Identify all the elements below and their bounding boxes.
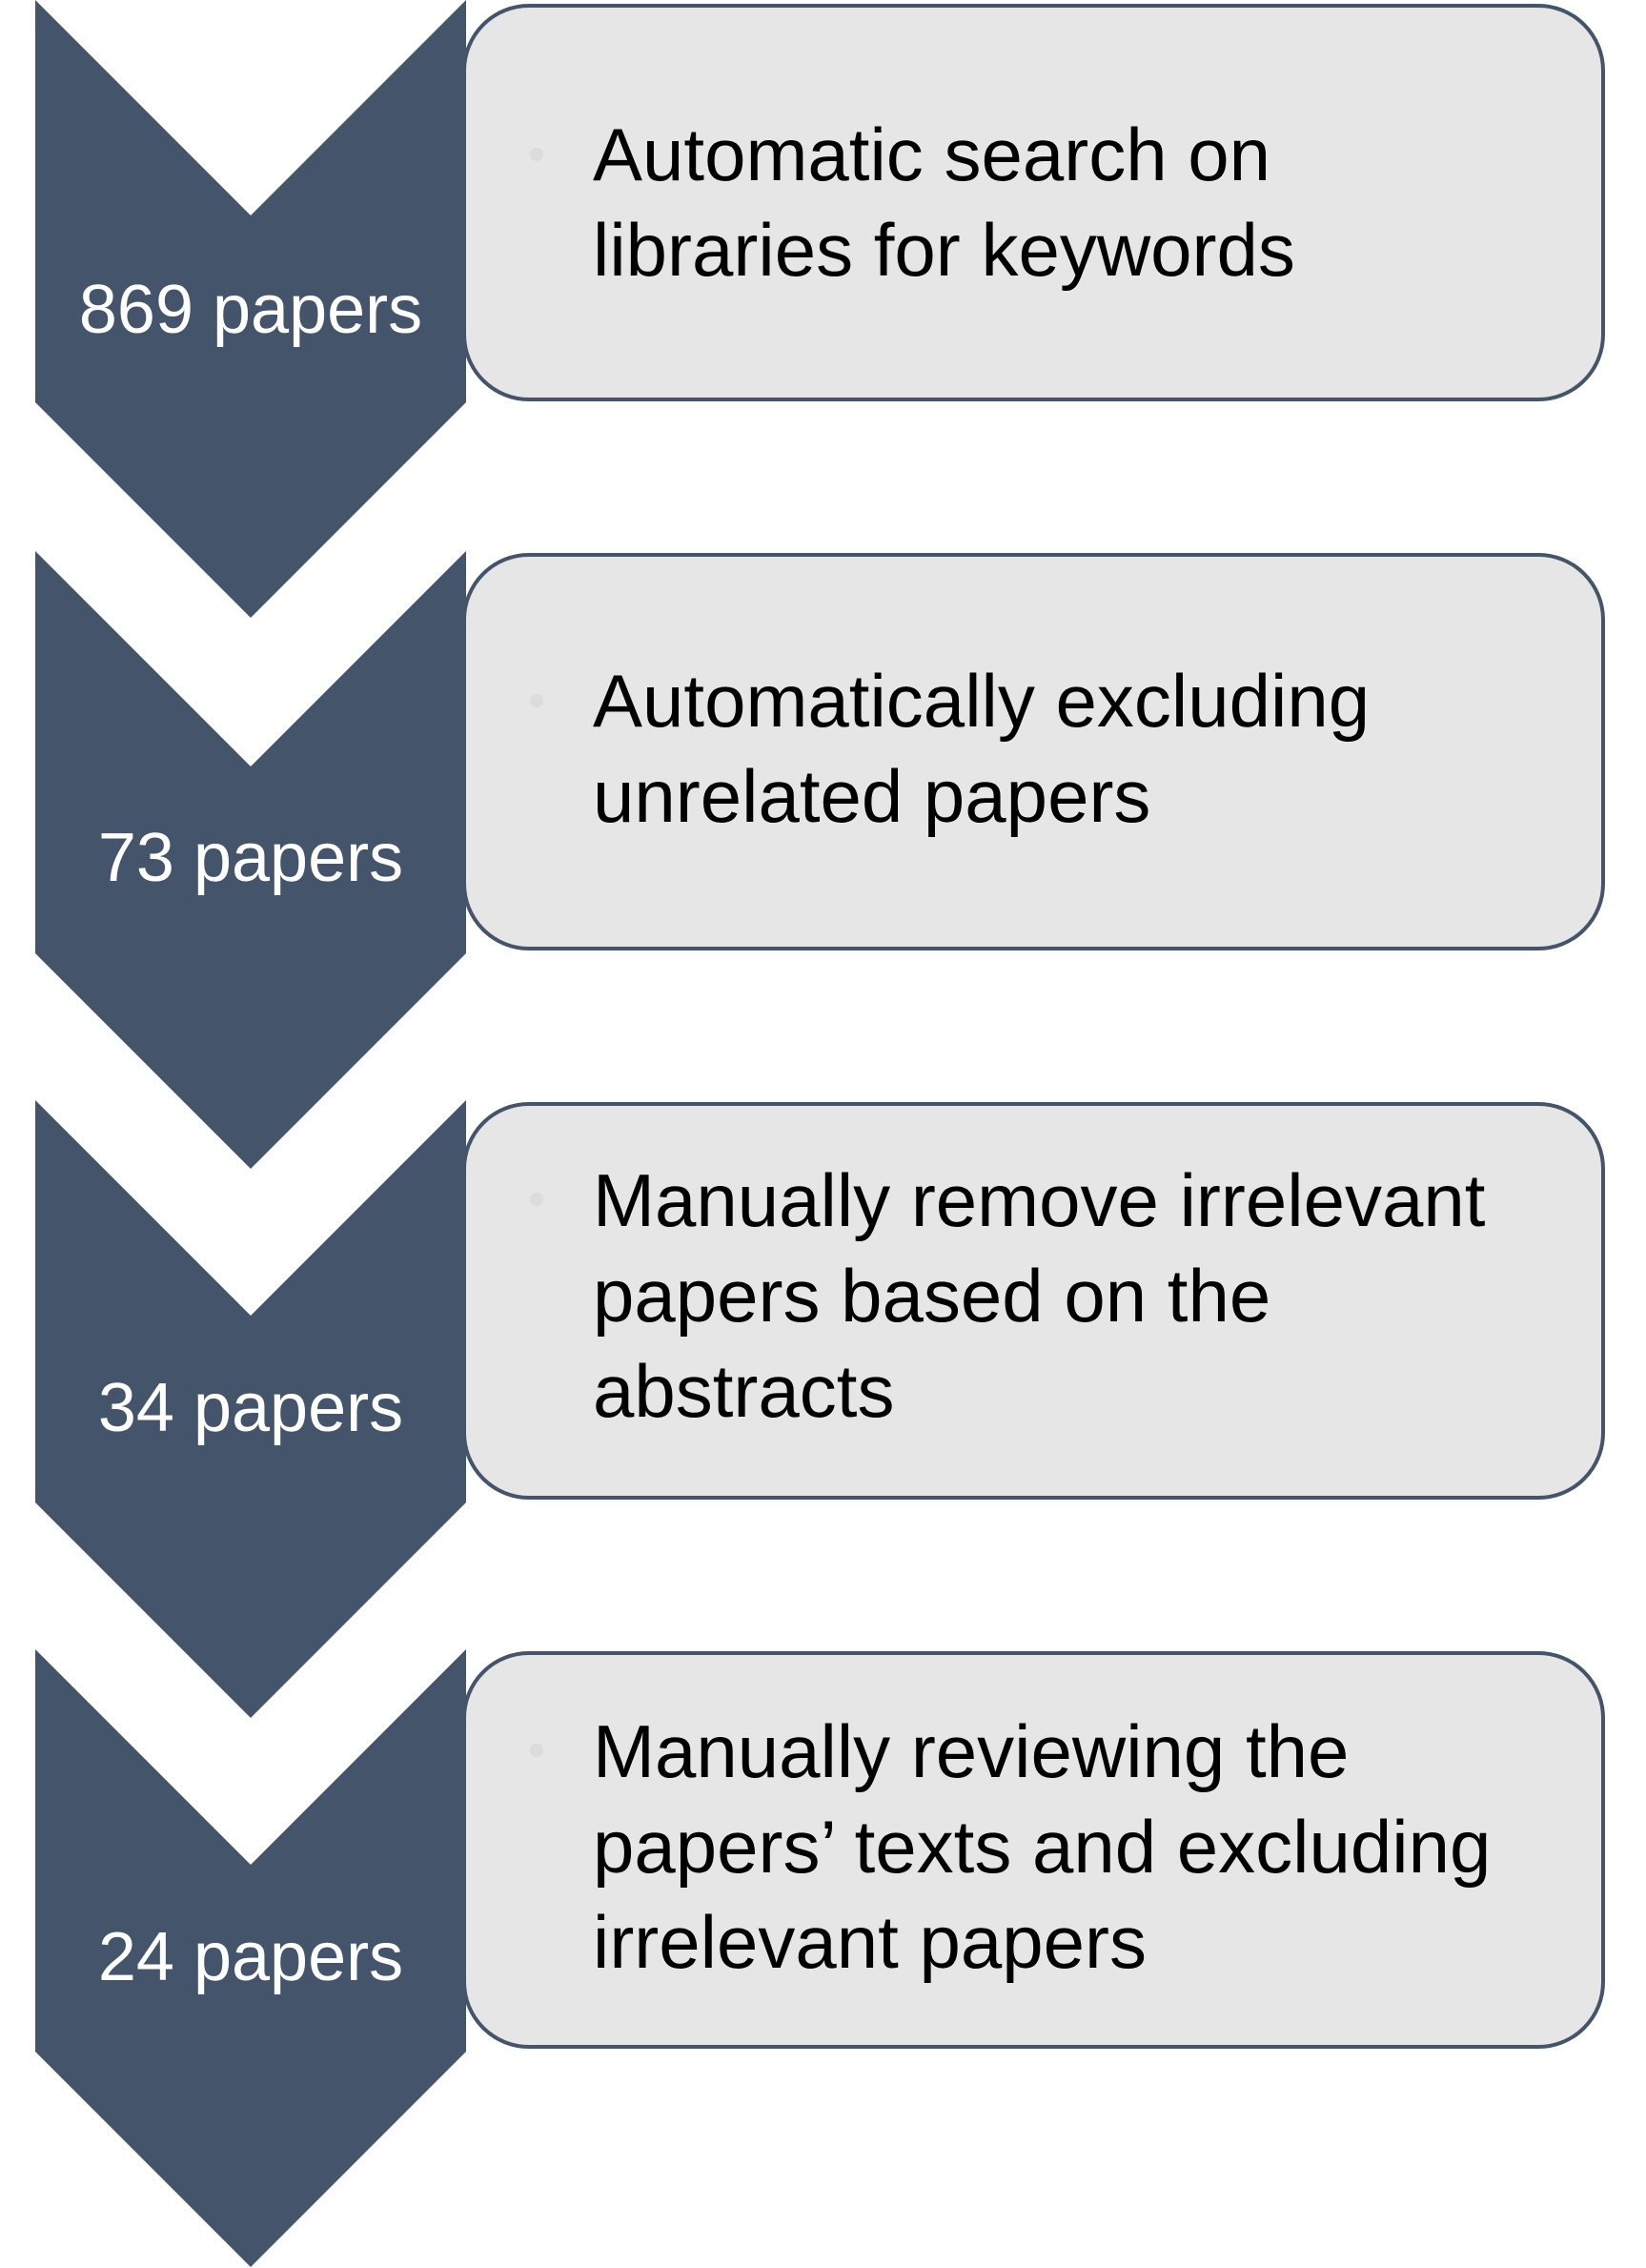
bullet-dot [530,1744,543,1757]
flow-step: 869 papers Automatic search on libraries… [35,0,1605,618]
step-description-line: unrelated papers [593,754,1150,838]
paper-count: 73 papers [98,820,403,896]
step-description-line: abstracts [593,1349,894,1433]
step-description: Manually reviewing the papers’ texts and… [593,1709,1512,1984]
chevron-arrow [35,1649,466,2267]
step-box [462,4,1605,401]
paper-count: 34 papers [98,1370,403,1446]
step-description: Automatic search on libraries for keywor… [593,112,1295,292]
flow-step: 34 papers Manually remove irrelevant pap… [35,1100,1605,1718]
paper-count: 869 papers [79,272,422,348]
step-description-line: Automatic search on [593,112,1270,196]
chevron-arrow [35,551,466,1169]
step-description: Automatically excluding unrelated papers [593,659,1391,838]
paper-count: 24 papers [98,1919,403,1995]
chevron-arrow [35,0,466,618]
step-description-line: Automatically excluding [593,659,1370,743]
step-box [462,553,1605,950]
step-description-line: papers’ texts and excluding [593,1805,1491,1889]
step-description-line: Manually remove irrelevant [593,1158,1486,1242]
step-description-line: irrelevant papers [593,1900,1147,1984]
bullet-dot [530,148,543,161]
step-description-line: libraries for keywords [593,208,1295,292]
bullet-dot [530,1193,543,1206]
bullet-dot [530,694,543,707]
flow-step: 73 papers Automatically excluding unrela… [35,551,1605,1169]
step-description-line: Manually reviewing the [593,1709,1349,1793]
step-description: Manually remove irrelevant papers based … [593,1158,1506,1433]
step-description-line: papers based on the [593,1254,1270,1338]
chevron-arrow [35,1100,466,1718]
flow-step: 24 papers Manually reviewing the papers’… [35,1649,1605,2267]
